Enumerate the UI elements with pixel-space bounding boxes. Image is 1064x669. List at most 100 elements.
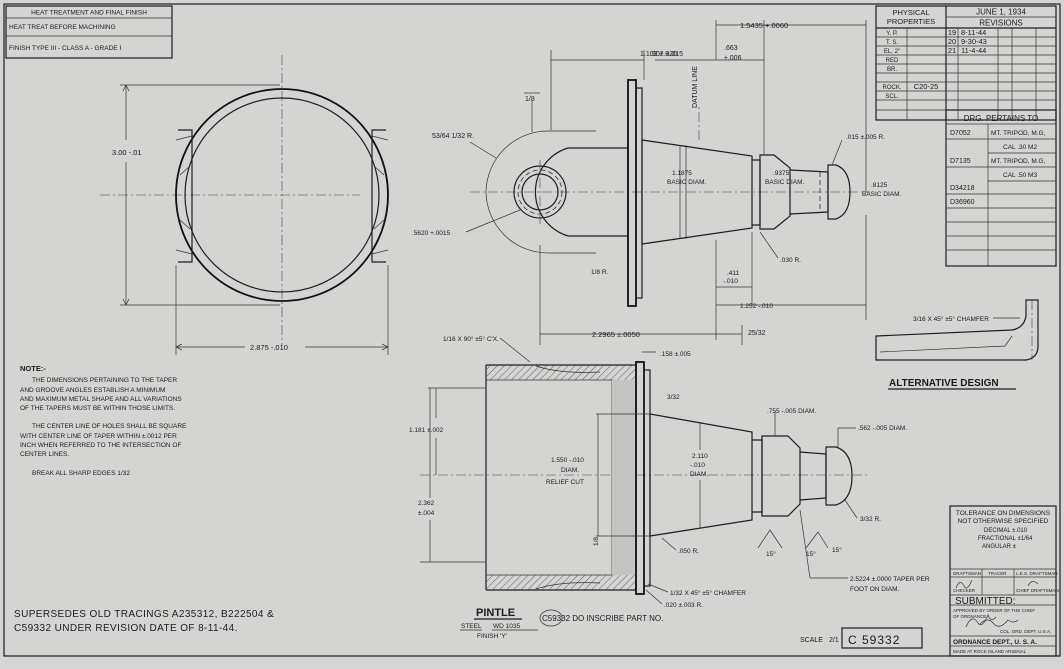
material-label: STEEL: [461, 623, 482, 630]
prop-label: Y. P.: [886, 31, 898, 37]
note-line: CENTER LINES.: [20, 451, 69, 458]
dim-chamfer: 1/32 X 45° ±5° CHAMFER: [670, 589, 746, 597]
dim-2-110: 2.110: [692, 453, 708, 460]
dim-25-32: 25/32: [748, 330, 766, 337]
pertains-item: CAL .30 M2: [1003, 144, 1037, 151]
dim-158: .158 ±.005: [660, 351, 691, 358]
arsenal-label: MADE AT ROCK ISLAND ARSENAL: [953, 649, 1027, 654]
dim-53-64: 53/64 1/32 R.: [432, 133, 474, 140]
dim-562: .562 -.005 DIAM.: [858, 425, 907, 432]
pertains-item: MT. TRIPOD, M.G,: [991, 130, 1046, 137]
finish-label: FINISH 'Y': [477, 633, 507, 640]
rev-date: 8-11-44: [961, 28, 986, 37]
properties-header: PHYSICAL: [892, 8, 929, 17]
rockwell-value: C20-25: [914, 82, 939, 91]
prop-label: BR.: [887, 67, 897, 73]
notes-heading: NOTE:-: [20, 364, 46, 373]
note-line: WITH CENTER LINE OF TAPER WITHIN ±.0012 …: [20, 433, 177, 440]
dim-1-550: 1.550 -.010: [551, 457, 584, 464]
tolerance-heading-2: NOT OTHERWISE SPECIFIED: [958, 518, 1049, 525]
dim-2-2965: 2.2965 ±.0050: [592, 330, 640, 339]
revisions-header: REVISIONS: [979, 19, 1023, 28]
dim-2-875: 2.875 -.010: [250, 343, 288, 352]
dim-030R: .030 R.: [780, 257, 801, 264]
taper-note-2: FOOT ON DIAM.: [850, 586, 900, 593]
diam-label-2: DIAM.: [690, 471, 708, 478]
properties-table: PHYSICAL PROPERTIES JUNE 1, 1934 REVISIO…: [875, 5, 1057, 121]
revision-date: JUNE 1, 1934: [976, 8, 1026, 17]
role-chief: CHIEF DRAFTSMAN: [1016, 588, 1059, 593]
pertains-drawing: D7135: [950, 158, 971, 165]
ordnance-dept: ORDNANCE DEPT., U. S. A.: [953, 639, 1037, 646]
angle-15a: 15°: [766, 550, 776, 558]
prop-label: T. S.: [886, 40, 898, 46]
sheet-border: [3, 3, 1061, 657]
dim-902: .902 ±.015: [650, 51, 683, 58]
relief-cut-label: RELIEF CUT: [546, 479, 584, 486]
dim-1-1875: 1.1875: [672, 170, 692, 177]
role-tracer: TRACER: [988, 571, 1007, 576]
dim-755: .755 -.005 DIAM.: [767, 408, 816, 415]
drawing-number: C 59332: [848, 633, 900, 647]
role-les-draftsman: L.E.S. DRAFTSMAN: [1016, 571, 1058, 576]
dim-5620: .5620 +.0015: [412, 230, 451, 237]
prop-label: ROCK.: [882, 85, 901, 91]
heat-treat-value: HEAT TREAT BEFORE MACHINING: [9, 24, 116, 31]
note-line: THE DIMENSIONS PERTAINING TO THE TAPER: [32, 377, 177, 384]
role-draftsman: DRAFTSMAN: [953, 571, 981, 576]
basic-diam-2: BASIC DIAM.: [765, 179, 805, 186]
dim-663-tol: ±.006: [724, 55, 742, 62]
approved-line-2: OF ORDNANCE: [953, 614, 986, 619]
dim-020: .020 ±.003 R.: [664, 602, 703, 609]
note-line: THE CENTER LINE OF HOLES SHALL BE SQUARE: [32, 423, 187, 430]
end-view: 3.00 -.01 2.875 -.010: [100, 55, 389, 355]
signature-marks: [955, 579, 1039, 589]
section-view: 1.181 ±.002 2.362 ±.004 1.550 -.010 DIAM…: [409, 361, 930, 609]
tolerance-block: TOLERANCE ON DIMENSIONS NOT OTHERWISE SP…: [949, 505, 1059, 657]
mid-dimensions: 2.2965 ±.0050 25/32 1/16 X 90° ±5° C'X. …: [443, 245, 766, 401]
notes: NOTE:- THE DIMENSIONS PERTAINING TO THE …: [20, 364, 187, 477]
dim-2-110-tol: -.010: [690, 462, 705, 469]
diam-label-1: DIAM.: [561, 467, 579, 474]
scale-label: SCALE: [800, 637, 823, 644]
approval-signature: [979, 619, 1019, 627]
part-info: PINTLE STEEL WD 1035 FINISH 'Y' C59332 D…: [460, 607, 663, 640]
signer-title: COL. ORD. DEPT. U.S.A.: [1000, 629, 1051, 634]
dim-9375: .9375: [773, 170, 790, 177]
dim-3-00: 3.00 -.01: [112, 148, 142, 157]
dim-cx: 1/16 X 90° ±5° C'X.: [443, 335, 499, 343]
dim-050R: .050 R.: [678, 548, 699, 555]
supersedes-line-2: C59332 UNDER REVISION DATE OF 8-11-44.: [14, 623, 238, 634]
tolerance-angular: ANGULAR ±: [982, 544, 1017, 550]
rev-date: 9-30-43: [961, 37, 987, 46]
dim-663: .663: [724, 45, 738, 52]
pertains-drawing: D34218: [950, 185, 975, 192]
note-line: AND MAXIMUM METAL SHAPE AND ALL VARIATIO…: [20, 396, 182, 403]
tolerance-decimal: DECIMAL ±.010: [984, 528, 1028, 534]
rev-num: 19: [948, 28, 956, 37]
pertains-item: MT. TRIPOD, M.G,: [991, 158, 1046, 165]
dim-1-8: 1/8: [525, 96, 535, 103]
note-line: BREAK ALL SHARP EDGES 1/32: [32, 470, 130, 477]
heat-treatment-block: HEAT TREATMENT AND FINAL FINISH HEAT TRE…: [5, 5, 173, 59]
pertains-drawing: D7052: [950, 130, 971, 137]
angle-15c: 15°: [832, 546, 842, 554]
alternative-design: 3/16 X 45° ±5° CHAMFER ALTERNATIVE DESIG…: [875, 299, 1039, 390]
dim-3-32R: 3/32 R.: [860, 516, 881, 523]
dim-1-102: 1.102 ±.020: [640, 51, 677, 58]
submitted-label: SUBMITTED:: [955, 596, 1016, 607]
top-view: 1.102 ±.020 .902 ±.015 .663 ±.006 1.5435…: [412, 20, 902, 340]
rev-num: 21: [948, 46, 956, 55]
dim-chamfer2: 3/16 X 45° ±5° CHAMFER: [913, 315, 989, 323]
dim-015: .015 ±.005 R.: [846, 134, 885, 141]
approved-line-1: APPROVED BY ORDER OF THE CHIEF: [953, 608, 1035, 613]
heat-treatment-label: HEAT TREATMENT AND FINAL FINISH: [31, 10, 147, 17]
rev-num: 20: [948, 37, 956, 46]
dim-1-8-section: 1/8: [593, 537, 600, 546]
note-line: INCH WHEN REFERRED TO THE INTERSECTION O…: [20, 442, 181, 449]
pertains-table: DRG. PERTAINS TO D7052 MT. TRIPOD, M.G, …: [945, 109, 1057, 267]
dim-1-181: 1.181 ±.002: [409, 427, 444, 434]
dim-411-tol: -.010: [723, 278, 738, 285]
